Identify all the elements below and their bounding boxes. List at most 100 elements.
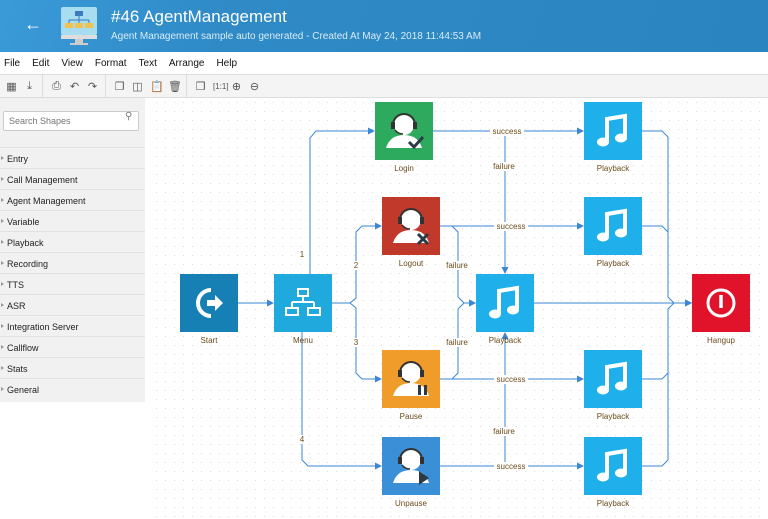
edge-label-m3: 3	[352, 338, 360, 347]
svg-text:success: success	[497, 462, 526, 471]
menu-help[interactable]: Help	[216, 57, 238, 69]
node-unpause[interactable]: Unpause	[382, 437, 440, 508]
svg-text:2: 2	[354, 261, 359, 270]
node-menu[interactable]: Menu	[274, 274, 332, 345]
zoom-out-icon[interactable]: ⊖	[249, 80, 260, 93]
sidebar-item[interactable]: Call Management	[0, 168, 145, 189]
edge-label-failure: failure	[486, 162, 522, 171]
sidebar-item[interactable]: Variable	[0, 210, 145, 231]
page-title: #46 AgentManagement	[111, 7, 287, 26]
agent-x-icon	[393, 208, 430, 246]
edge-label-success: success	[493, 222, 529, 231]
sidebar-resize-handle[interactable]	[145, 98, 152, 519]
node-login[interactable]: Login	[375, 102, 433, 173]
flow-diagram: 1 2 3 4 success success success success failure f…	[180, 102, 750, 508]
agent-pause-icon	[393, 361, 429, 396]
node-pb1[interactable]: Playback	[584, 102, 642, 173]
shadow-icon[interactable]: ❒	[195, 80, 206, 93]
node-start[interactable]: Start	[180, 274, 238, 345]
connector-edge[interactable]	[642, 130, 692, 307]
svg-text:failure: failure	[493, 162, 515, 171]
edge-label-m1: 1	[298, 250, 306, 259]
svg-text:success: success	[497, 222, 526, 231]
download-icon[interactable]: ⤓	[27, 79, 32, 92]
app-header: ← #46 AgentManagement Agent Management s…	[0, 0, 768, 52]
arrow-left-icon[interactable]: ←	[24, 14, 42, 34]
menu-bar: File Edit View Format Text Arrange Help	[0, 52, 768, 74]
node-label: Playback	[489, 336, 522, 345]
svg-text:success: success	[497, 375, 526, 384]
music-note-icon	[597, 361, 627, 395]
sidebar-item[interactable]: ASR	[0, 294, 145, 315]
node-label: Start	[201, 336, 219, 345]
edge-label-success: success	[493, 462, 529, 471]
toolbar-divider	[186, 74, 187, 98]
menu-file[interactable]: File	[4, 57, 21, 69]
menu-text[interactable]: Text	[138, 57, 157, 69]
sidebar-item[interactable]: Entry	[0, 147, 145, 168]
svg-text:failure: failure	[446, 261, 468, 270]
menu-arrange[interactable]: Arrange	[168, 57, 205, 69]
menu-format[interactable]: Format	[94, 57, 127, 69]
undo-icon[interactable]: ↶	[69, 80, 80, 93]
sidebar-item[interactable]: Integration Server	[0, 315, 145, 336]
menu-view[interactable]: View	[61, 57, 83, 69]
cut-icon[interactable]: ◫	[132, 80, 143, 93]
sidebar-item[interactable]: General	[0, 378, 145, 399]
node-pause[interactable]: Pause	[382, 350, 440, 421]
svg-text:1: 1	[300, 250, 305, 259]
copy-icon[interactable]: ❐	[114, 80, 125, 93]
monitor-flowchart-icon	[61, 7, 97, 45]
toolbar-divider	[105, 74, 106, 98]
node-logout[interactable]: Logout	[382, 197, 440, 268]
connector-edge[interactable]	[301, 332, 382, 470]
menu-edit[interactable]: Edit	[32, 57, 50, 69]
edge-label-success: success	[489, 127, 525, 136]
node-label: Pause	[400, 412, 423, 421]
exit-arrow-icon	[196, 288, 223, 318]
search-icon[interactable]: ⚲	[125, 111, 133, 122]
actual-size-icon[interactable]: [1:1]	[213, 81, 229, 91]
music-note-icon	[597, 208, 627, 242]
sitemap-icon	[285, 288, 321, 316]
node-hangup[interactable]: Hangup	[692, 274, 750, 345]
sidebar-item[interactable]: Agent Management	[0, 189, 145, 210]
node-pb3[interactable]: Playback	[584, 350, 642, 421]
edge-label-failure: failure	[439, 261, 475, 270]
svg-text:failure: failure	[493, 427, 515, 436]
edge-label-failure: failure	[439, 338, 475, 347]
node-pb2[interactable]: Playback	[584, 197, 642, 268]
sidebar-item[interactable]: Recording	[0, 252, 145, 273]
search-shapes-input[interactable]	[3, 111, 139, 131]
sidebar-item[interactable]: Playback	[0, 231, 145, 252]
connector-edge[interactable]	[642, 309, 669, 467]
node-label: Playback	[597, 412, 630, 421]
connector-edge[interactable]	[642, 225, 669, 297]
edge-label-m4: 4	[298, 435, 306, 444]
delete-icon[interactable]: 🗑	[168, 80, 182, 93]
agent-check-icon	[386, 113, 425, 150]
connector-edge[interactable]	[642, 299, 692, 380]
node-label: Menu	[293, 336, 313, 345]
sidebar-item[interactable]: Callflow	[0, 336, 145, 357]
node-label: Playback	[597, 499, 630, 508]
node-pb_center[interactable]: Playback	[476, 274, 534, 345]
diagram-canvas[interactable]: 1 2 3 4 success success success success failure f…	[152, 98, 768, 519]
sidebar-item[interactable]: Stats	[0, 357, 145, 378]
node-label: Login	[394, 164, 414, 173]
node-pb4[interactable]: Playback	[584, 437, 642, 508]
redo-icon[interactable]: ↷	[87, 80, 98, 93]
edge-label-failure: failure	[486, 427, 522, 436]
node-label: Logout	[399, 259, 424, 268]
page-subtitle: Agent Management sample auto generated -…	[111, 31, 482, 42]
sidebar-item[interactable]: TTS	[0, 273, 145, 294]
zoom-in-icon[interactable]: ⊕	[231, 80, 242, 93]
connector-edge[interactable]	[309, 127, 375, 274]
print-icon[interactable]: ⎙	[52, 79, 61, 92]
toolbar-divider	[42, 74, 43, 98]
agent-play-icon	[393, 448, 429, 485]
paste-icon[interactable]: 📋	[150, 80, 164, 93]
save-icon[interactable]: ▦	[6, 80, 17, 93]
svg-text:failure: failure	[446, 338, 468, 347]
